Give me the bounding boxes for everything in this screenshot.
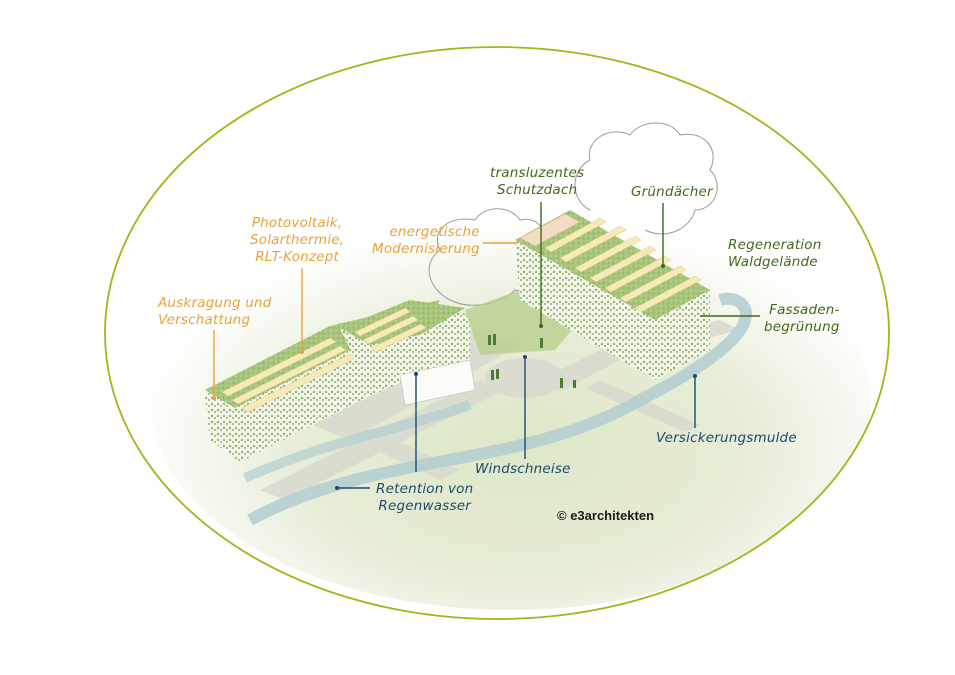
- frame-ellipse: [104, 46, 890, 620]
- translucent-roof-panels: [519, 213, 581, 247]
- leader-retention-h-dot: [335, 486, 339, 490]
- label-energetische-line2: Modernisierung: [372, 241, 480, 257]
- label-versickerungsmulde: Versickerungsmulde: [656, 430, 797, 447]
- label-energetische-line1: energetische: [389, 224, 480, 240]
- label-retention-line1: Retention von: [376, 481, 474, 497]
- label-auskragung-line1: Auskragung und: [158, 295, 272, 311]
- leader-lines: [212, 202, 760, 490]
- tree-outline-left: [428, 208, 547, 306]
- label-regeneration-line2: Waldgelände: [728, 254, 818, 270]
- label-photovoltaik: Photovoltaik, Solarthermie, RLT-Konzept: [250, 215, 344, 266]
- leader-schutzdach-dot: [539, 324, 543, 328]
- label-pv-line1: Photovoltaik,: [251, 215, 343, 231]
- building-middle: [340, 300, 476, 406]
- label-auskragung-line2: Verschattung: [158, 312, 251, 328]
- copyright-notice: © e3architekten: [557, 508, 655, 523]
- label-pv-line2: Solarthermie,: [250, 232, 345, 248]
- building-right: [515, 210, 710, 380]
- label-gruendaecher: Gründächer: [631, 184, 713, 201]
- solar-panels-middle: [354, 307, 427, 353]
- label-versickerung-line1: Versickerungsmulde: [656, 430, 797, 446]
- label-regeneration: Regeneration Waldgelände: [728, 237, 822, 271]
- label-retention-line2: Regenwasser: [378, 498, 471, 514]
- leader-versickerung-dot: [693, 374, 697, 378]
- label-windschneise: Windschneise: [475, 461, 571, 478]
- solar-panels-left: [221, 337, 357, 413]
- people: [488, 334, 576, 388]
- leader-pv-dot: [300, 350, 304, 354]
- label-regeneration-line1: Regeneration: [728, 237, 822, 253]
- label-pv-line3: RLT-Konzept: [255, 249, 340, 265]
- annex-white: [399, 359, 476, 406]
- leader-retention-v-dot: [414, 372, 418, 376]
- label-auskragung: Auskragung und Verschattung: [158, 295, 272, 329]
- label-schutzdach-line2: Schutzdach: [496, 182, 578, 198]
- label-fassadenbegruenung: Fassaden- begrünung: [764, 302, 840, 336]
- bioswale: [247, 292, 752, 526]
- label-windschneise-line1: Windschneise: [475, 461, 571, 477]
- retention-channel: [242, 400, 472, 483]
- tree-outline-right: [574, 122, 718, 235]
- solar-panels-right: [529, 217, 702, 313]
- label-schutzdach-line1: transluzentes: [490, 165, 585, 181]
- label-schutzdach: transluzentes Schutzdach: [490, 165, 584, 199]
- leader-gruendaecher-dot: [661, 264, 665, 268]
- label-fassaden-line2: begrünung: [764, 319, 840, 335]
- label-gruendaecher-line1: Gründächer: [631, 184, 713, 200]
- leader-auskragung-dot: [212, 396, 216, 400]
- label-fassaden-line1: Fassaden-: [769, 302, 840, 318]
- leader-windschneise-dot: [523, 355, 527, 359]
- label-retention: Retention von Regenwasser: [376, 481, 473, 515]
- label-energetische-modernisierung: energetische Modernisierung: [372, 224, 480, 258]
